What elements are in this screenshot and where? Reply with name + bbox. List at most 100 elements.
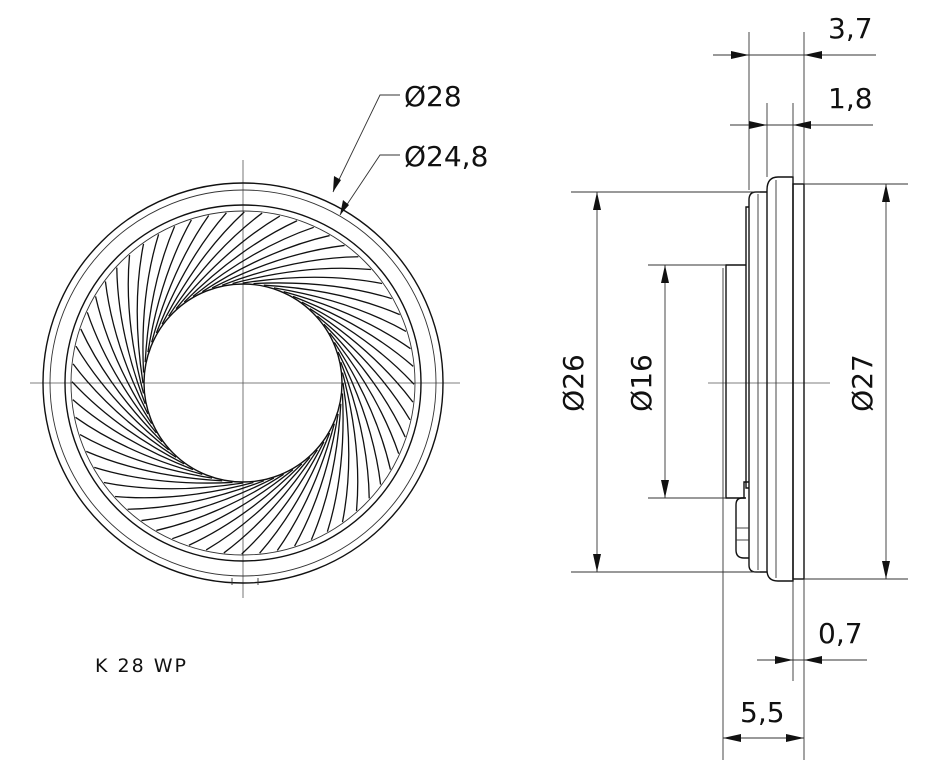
model-label: K 28 WP — [95, 655, 188, 677]
membrane-rib — [223, 449, 318, 554]
membrane-rib — [301, 301, 415, 385]
membrane-rib — [188, 463, 303, 546]
arrowhead — [593, 192, 601, 210]
membrane-rib — [71, 381, 185, 465]
dim-depth-front: 3,7 — [828, 12, 873, 45]
arrowhead — [723, 734, 741, 742]
membrane-rib — [72, 399, 194, 471]
front-view: Ø28 Ø24,8 K 28 WP — [30, 80, 488, 677]
label-outer-diameter: Ø28 — [404, 80, 462, 113]
arrowhead — [749, 121, 767, 129]
terminal — [735, 481, 749, 559]
arrowhead — [804, 656, 822, 664]
membrane-rib — [241, 441, 325, 555]
membrane-rib — [232, 267, 371, 285]
membrane-rib — [276, 423, 335, 551]
membrane-rib — [259, 432, 331, 554]
leader-membrane-diameter — [339, 154, 400, 216]
membrane-rib — [172, 469, 294, 540]
arrowhead — [786, 734, 804, 742]
membrane-rib — [337, 351, 382, 485]
membrane-rib — [253, 282, 392, 300]
membrane-surround — [70, 210, 416, 556]
membrane-rib — [147, 219, 192, 353]
rim-inner-edge — [49, 189, 437, 577]
arrowhead — [593, 554, 601, 572]
membrane-rib — [155, 212, 227, 334]
membrane-rib — [94, 466, 233, 484]
membrane-rib — [142, 234, 160, 373]
membrane-rib — [201, 234, 330, 293]
membrane-rib — [294, 413, 339, 547]
membrane-rib — [329, 332, 400, 454]
membrane-rib — [340, 361, 370, 499]
membrane-rib — [205, 456, 311, 551]
membrane-rib — [136, 243, 145, 384]
membrane-rib — [151, 215, 210, 343]
membrane-rib — [75, 345, 170, 451]
membrane-rib — [341, 382, 350, 523]
arrowhead — [775, 656, 793, 664]
membrane-rib — [168, 212, 263, 317]
membrane-rib — [156, 473, 285, 532]
dim-flange-diameter: Ø27 — [846, 354, 879, 412]
membrane-rib — [141, 477, 275, 522]
membrane-rib — [175, 215, 281, 310]
membrane-rib — [316, 315, 411, 421]
frame-plate — [766, 176, 794, 582]
membrane-rib — [309, 308, 414, 403]
membrane-rib — [211, 244, 345, 289]
dim-magnet-diameter: Ø16 — [625, 354, 658, 412]
membrane-rib — [192, 226, 314, 297]
membrane-rib — [127, 255, 145, 394]
membrane-rib — [242, 276, 383, 285]
membrane-rib — [86, 450, 223, 482]
membrane-rib — [80, 328, 163, 443]
dim-front-lip: 0,7 — [818, 617, 863, 650]
arrowhead — [793, 121, 811, 129]
leader-outer-diameter — [332, 94, 400, 193]
dim-flange-thickness: 1,8 — [828, 82, 873, 115]
membrane-rib — [341, 372, 359, 511]
membrane-rib — [183, 220, 298, 303]
membrane-rib — [72, 363, 177, 458]
membrane-ribs — [71, 211, 415, 555]
membrane-rib — [86, 312, 157, 434]
outer-rim — [42, 182, 444, 584]
membrane-rib — [115, 481, 254, 499]
rear-step — [745, 206, 749, 489]
arrowhead — [882, 184, 890, 202]
arrowhead — [661, 265, 669, 283]
membrane-rib — [127, 480, 265, 510]
membrane-rib — [161, 211, 245, 325]
front-lip — [792, 183, 805, 580]
membrane-rib — [79, 434, 213, 479]
magnet — [725, 264, 746, 499]
membrane-rib — [283, 291, 411, 350]
membrane-rib — [94, 296, 153, 425]
arrowhead — [340, 200, 349, 215]
membrane-rib — [333, 341, 392, 470]
membrane-rib — [292, 295, 414, 367]
arrowhead — [333, 176, 341, 192]
arrowhead — [661, 480, 669, 498]
side-view: 3,7 1,8 Ø27 Ø26 Ø16 0,7 — [557, 12, 908, 760]
membrane-rib — [323, 323, 406, 438]
membrane-edge — [64, 204, 422, 562]
membrane-rib — [326, 393, 344, 532]
arrowhead — [804, 51, 822, 59]
membrane-rib — [310, 403, 342, 540]
membrane-rib — [144, 226, 176, 363]
label-membrane-diameter: Ø24,8 — [404, 140, 488, 173]
membrane-rib — [116, 267, 146, 405]
membrane-rib — [75, 416, 203, 475]
arrowhead — [882, 561, 890, 579]
arrowhead — [731, 51, 749, 59]
dome-edge — [143, 283, 343, 483]
membrane-rib — [263, 284, 400, 316]
membrane-rib — [273, 287, 407, 332]
membrane-rib — [104, 281, 149, 415]
membrane-rib — [221, 256, 359, 286]
